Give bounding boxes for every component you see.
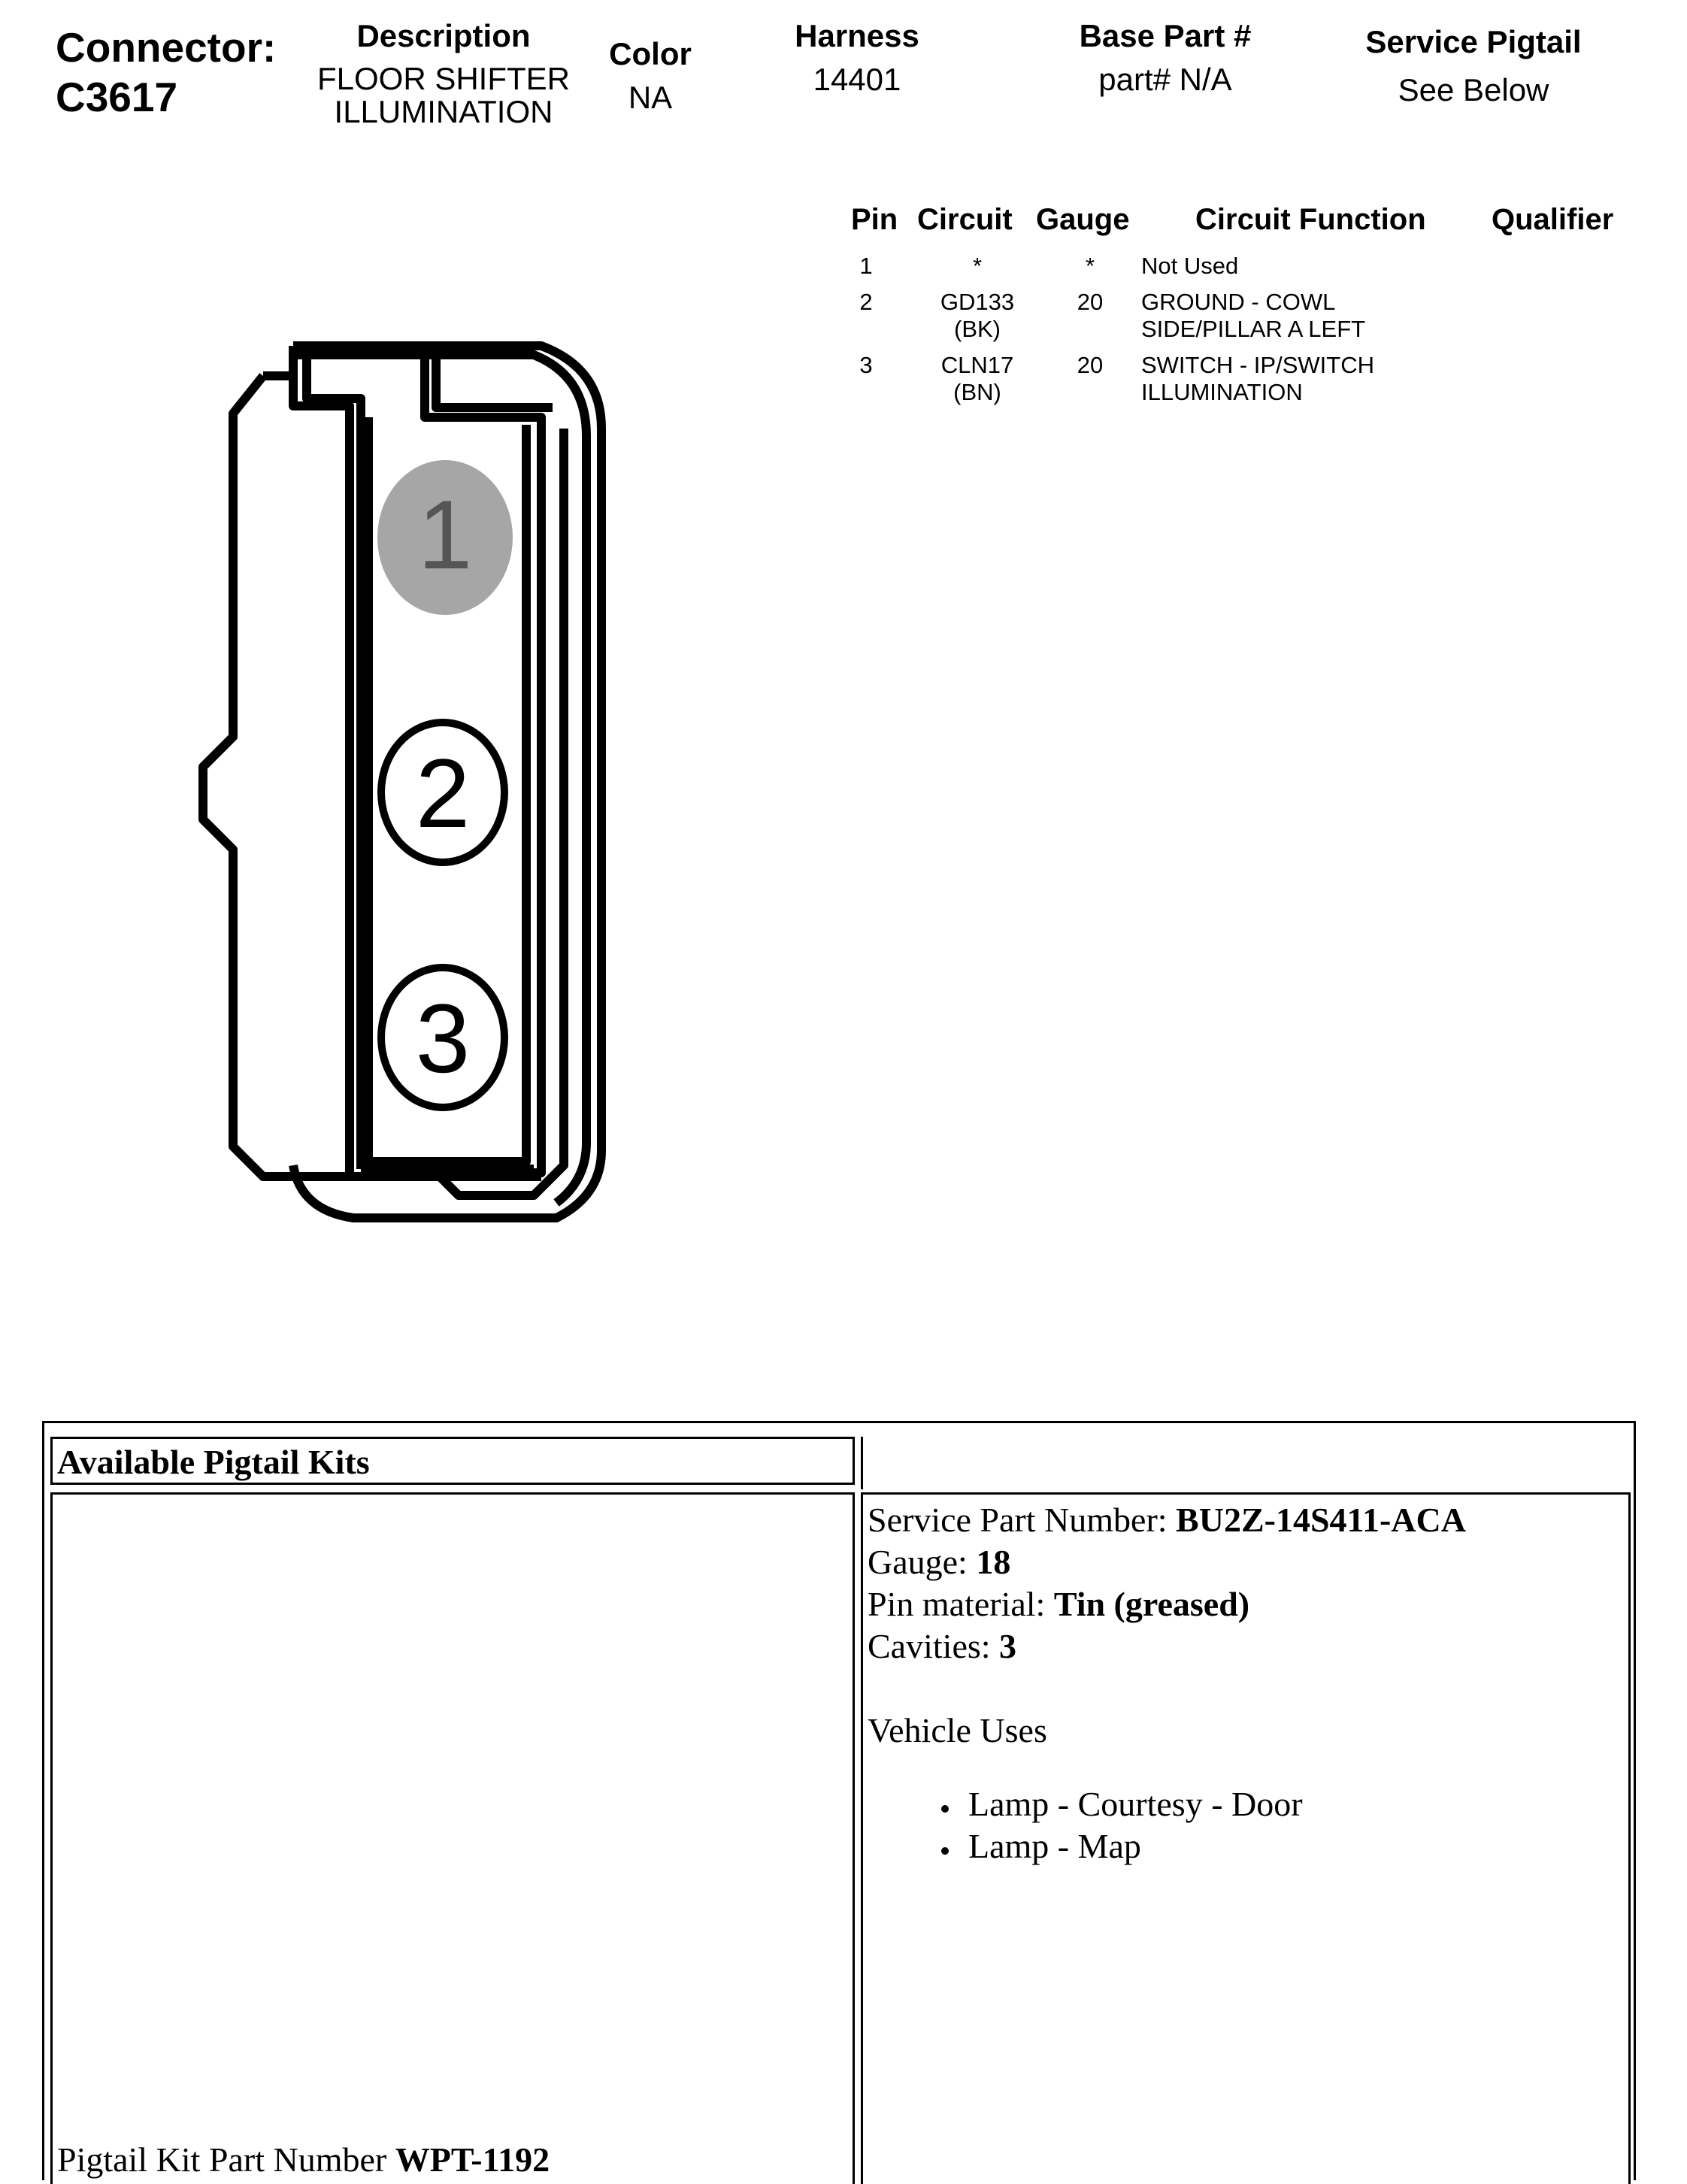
gauge-header: Gauge [1036, 203, 1130, 236]
color-label: Color [609, 36, 692, 71]
pigtail-kit-details-cell: Service Part Number: BU2Z-14S411-ACA Gau… [861, 1492, 1631, 2184]
circuit-color: (BK) [954, 316, 1001, 342]
kit-cavities-value: 3 [999, 1627, 1017, 1665]
circuit-color: (BN) [953, 379, 1001, 405]
description-line2: ILLUMINATION [334, 94, 553, 129]
connector-outline [198, 341, 606, 1222]
color-value: NA [628, 80, 673, 115]
cavity-1: 1 [377, 460, 513, 615]
kit-part-value: WPT-1192 [395, 2140, 550, 2179]
kit-part-label: Pigtail Kit Part Number [57, 2140, 395, 2179]
spacer [868, 1668, 1466, 1710]
connector-header: Connector: C3617 Description FLOOR SHIFT… [0, 0, 1687, 150]
vehicle-uses-list: Lamp - Courtesy - Door Lamp - Map [868, 1783, 1466, 1867]
cavity-label: 3 [415, 983, 471, 1093]
qualifier-header: Qualifier [1492, 203, 1614, 236]
kit-cavities-label: Cavities: [868, 1627, 1000, 1665]
description-label: Description [356, 18, 531, 53]
circuit-id: CLN17 [940, 352, 1014, 378]
service-part-value: BU2Z-14S411-ACA [1176, 1501, 1466, 1539]
cavity-2: 2 [377, 719, 508, 866]
harness-column: Harness 14401 [752, 17, 962, 99]
gauge-value: 20 [1077, 289, 1104, 315]
service-part-label: Service Part Number: [868, 1501, 1177, 1539]
pigtail-kits-section: Available Pigtail Kits Pigtail Kit Part … [42, 1421, 1636, 2184]
cavity-3: 3 [377, 964, 508, 1111]
base-part-column: Base Part # part# N/A [1037, 17, 1293, 99]
pigtail-kit-part-number: Pigtail Kit Part Number WPT-1192 [57, 2139, 550, 2181]
pigtail-kits-title: Available Pigtail Kits [57, 1443, 370, 1481]
list-item: Lamp - Courtesy - Door [961, 1783, 1466, 1825]
pigtail-kits-header-spacer [861, 1437, 1631, 1489]
cavity-label: 1 [417, 480, 473, 589]
pin-material-value: Tin (greased) [1053, 1585, 1250, 1623]
service-pigtail-value: See Below [1398, 72, 1549, 108]
service-pigtail-label: Service Pigtail [1365, 24, 1582, 59]
function-line2: ILLUMINATION [1141, 379, 1303, 405]
color-column: Color NA [586, 35, 714, 117]
pigtail-kits-title-box: Available Pigtail Kits [50, 1437, 855, 1485]
base-part-value: part# N/A [1098, 62, 1232, 97]
kit-cavities: Cavities: 3 [868, 1625, 1466, 1668]
circuit-header: Circuit [917, 203, 1013, 236]
pigtail-kit-details: Service Part Number: BU2Z-14S411-ACA Gau… [868, 1499, 1466, 1867]
list-item: Lamp - Map [961, 1825, 1466, 1867]
pin-number: 2 [859, 289, 873, 315]
harness-label: Harness [795, 18, 919, 53]
vehicle-uses-label: Vehicle Uses [868, 1711, 1047, 1749]
pin-header: Pin [851, 203, 898, 236]
harness-value: 14401 [813, 62, 901, 97]
description-line1: FLOOR SHIFTER [317, 61, 571, 96]
connector-id: C3617 [56, 74, 178, 120]
kit-gauge-value: 18 [976, 1543, 1011, 1581]
cavity-label: 2 [415, 738, 471, 848]
function-line1: Not Used [1141, 253, 1239, 279]
base-part-label: Base Part # [1079, 18, 1252, 53]
description-column: Description FLOOR SHIFTER ILLUMINATION [293, 17, 594, 131]
gauge-value: * [1085, 253, 1095, 279]
connector-title: Connector: C3617 [56, 23, 276, 122]
circuit-id: * [972, 253, 983, 279]
circuit-id: GD133 [940, 289, 1015, 315]
pin-number: 1 [859, 253, 873, 279]
function-line1: SWITCH - IP/SWITCH [1141, 352, 1374, 378]
service-part-number: Service Part Number: BU2Z-14S411-ACA [868, 1499, 1466, 1541]
function-line2: SIDE/PILLAR A LEFT [1141, 316, 1366, 342]
pigtail-kit-image-cell: Pigtail Kit Part Number WPT-1192 [50, 1492, 855, 2184]
connector-label: Connector: [56, 24, 277, 71]
function-line1: GROUND - COWL [1141, 289, 1336, 315]
pin-material-label: Pin material: [868, 1585, 1054, 1623]
gauge-value: 20 [1077, 352, 1104, 378]
connector-face-diagram: 1 2 3 [180, 323, 647, 1271]
pin-material: Pin material: Tin (greased) [868, 1583, 1466, 1625]
kit-gauge-label: Gauge: [868, 1543, 977, 1581]
circuit-function-header: Circuit Function [1195, 203, 1426, 236]
pin-number: 3 [859, 352, 873, 378]
service-pigtail-column: Service Pigtail See Below [1338, 23, 1609, 110]
kit-gauge: Gauge: 18 [868, 1541, 1466, 1583]
